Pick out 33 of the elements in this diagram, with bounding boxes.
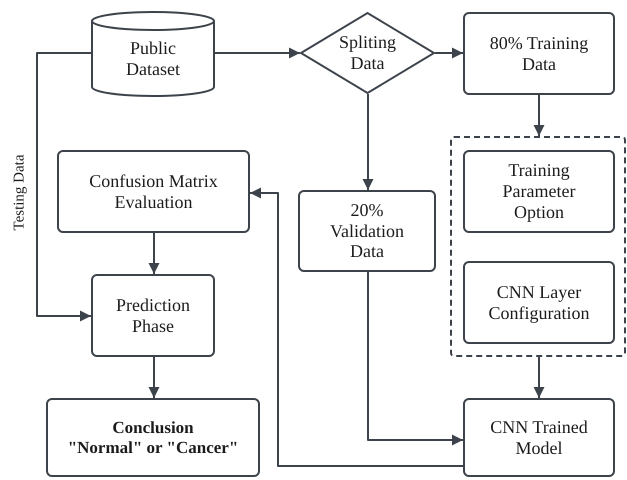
decision-diamond: [300, 12, 435, 94]
database-cylinder: [91, 12, 215, 96]
arrow: [148, 357, 160, 398]
node-label: CNN Layer Configuration: [488, 282, 590, 324]
arrow: [148, 233, 160, 274]
node-label: Conclusion: [111, 418, 195, 438]
process-box: [57, 150, 250, 233]
process-box: [91, 274, 215, 357]
process-box: [298, 190, 436, 272]
process-box: [463, 12, 615, 95]
node-label: Spliting Data: [338, 32, 397, 74]
arrow: [250, 188, 463, 467]
process-box: [46, 398, 260, 477]
node-label: Confusion Matrix Evaluation: [88, 170, 219, 212]
node-label: Training Parameter Option: [502, 160, 576, 223]
node-label: "Normal" or "Cancer": [66, 438, 240, 458]
edge-label: Testing Data: [12, 154, 28, 230]
process-box: [463, 398, 615, 477]
process-box: [463, 261, 615, 344]
dashed-group-box: [450, 136, 626, 357]
node-label: Public Dataset: [125, 38, 181, 80]
arrow: [36, 52, 91, 322]
node-label: 80% Training Data: [488, 32, 590, 74]
process-box: [463, 150, 615, 233]
arrow: [534, 95, 544, 136]
arrow: [435, 48, 463, 58]
node-label: CNN Trained Model: [489, 416, 589, 458]
arrow: [362, 94, 374, 190]
arrow: [215, 48, 300, 58]
node-label: 20% Validation Data: [329, 200, 405, 262]
node-label: Prediction Phase: [115, 294, 191, 336]
arrow: [367, 272, 463, 446]
arrow: [534, 357, 544, 398]
